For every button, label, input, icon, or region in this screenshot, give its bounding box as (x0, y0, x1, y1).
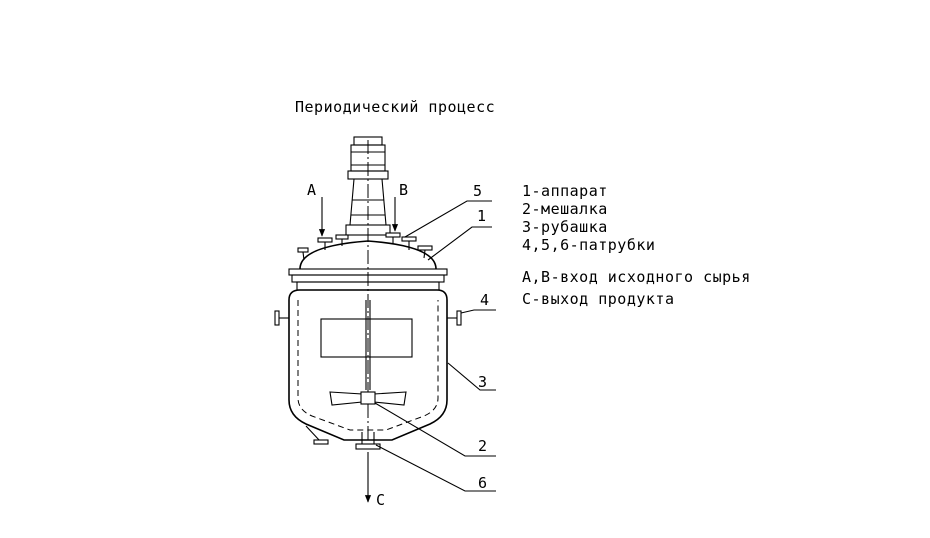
note-feed-inlet: А,В-вход исходного сырья (522, 268, 751, 286)
vessel-inner-wall (297, 300, 439, 431)
callout-6: 6 (478, 474, 487, 492)
callout-2: 2 (478, 437, 487, 455)
callout-4: 4 (480, 291, 489, 309)
legend-item-nozzles: 4,5,6-патрубки (522, 236, 655, 254)
legend-item-apparatus: 1-аппарат (522, 182, 608, 200)
flow-arrows (318, 197, 399, 503)
legend-item-jacket: 3-рубашка (522, 218, 608, 236)
inlet-a-label: А (307, 181, 317, 199)
callout-1: 1 (477, 207, 486, 225)
vessel-lid (288, 240, 448, 291)
callout-5: 5 (473, 182, 482, 200)
leader-lines (374, 200, 496, 492)
agitator (329, 391, 407, 406)
legend: 1-аппарат 2-мешалка 3-рубашка 4,5,6-патр… (522, 182, 751, 308)
outlet-c-label: С (376, 491, 386, 509)
legend-item-agitator: 2-мешалка (522, 200, 608, 218)
diagram-title: Периодический процесс (295, 98, 495, 116)
jacket-shell (288, 289, 448, 441)
baffle-panel (320, 318, 413, 358)
note-product-outlet: С-выход продукта (522, 290, 675, 308)
side-nozzles (274, 310, 462, 445)
top-nozzles (297, 232, 433, 261)
callout-3: 3 (478, 373, 487, 391)
inlet-b-label: В (399, 181, 409, 199)
